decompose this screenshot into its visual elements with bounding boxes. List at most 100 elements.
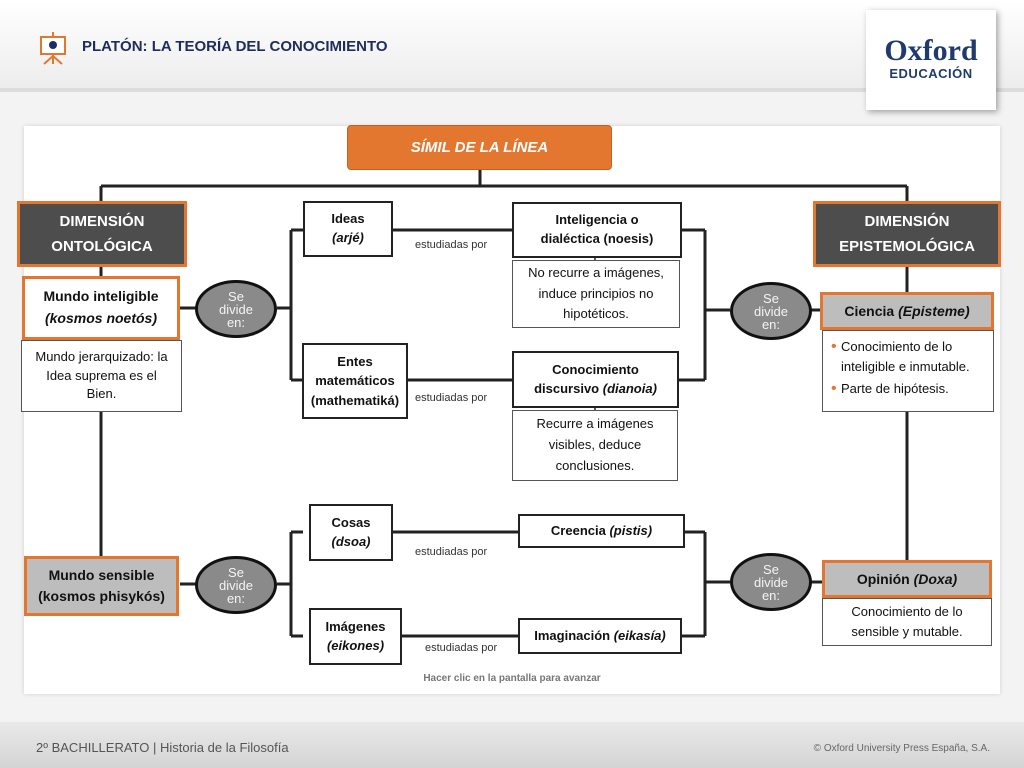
ciencia-greek: (Episteme) xyxy=(898,302,970,319)
presentation-icon xyxy=(40,32,66,65)
studied-by-label: estudiadas por xyxy=(415,392,488,404)
bullet-line: inteligible e inmutable. xyxy=(841,359,970,375)
advance-hint: Hacer clic en la pantalla para avanzar xyxy=(423,673,601,684)
creencia-label: Creencia (pistis) xyxy=(551,522,652,541)
entes-box[interactable]: Entes matemáticos (mathematiká) xyxy=(302,343,408,419)
footer-course: 2º BACHILLERATO | Historia de la Filosof… xyxy=(36,740,289,755)
opinion-label: Opinión (Doxa) xyxy=(857,569,957,589)
bullet-item: • Conocimiento de lo inteligible e inmut… xyxy=(831,337,985,377)
inteligencia-line2: dialéctica (noesis) xyxy=(540,231,654,246)
imagenes-label: Imágenes xyxy=(325,618,386,634)
desc-line: sensible y mutable. xyxy=(851,624,963,639)
divide-oval-opinion[interactable]: Se divide en: xyxy=(730,553,812,611)
imaginacion-label: Imaginación (eikasía) xyxy=(534,627,666,646)
oval-line: divide xyxy=(754,303,788,319)
bullet-line: Parte de hipótesis. xyxy=(841,381,949,397)
conocimiento-line2a: discursivo xyxy=(534,380,603,396)
oval-line: en: xyxy=(761,316,781,332)
desc-line: hipotéticos. xyxy=(563,306,629,322)
desc-line: conclusiones. xyxy=(555,457,635,473)
opinion-desc: Conocimiento de lo sensible y mutable. xyxy=(822,598,992,646)
bullet-line: Conocimiento de lo xyxy=(841,339,953,354)
logo-educacion: EDUCACIÓN xyxy=(889,66,973,81)
creencia-box[interactable]: Creencia (pistis) xyxy=(518,514,685,548)
oval-line: en: xyxy=(226,590,246,606)
inteligencia-line1: Inteligencia o xyxy=(555,212,639,228)
imaginacion-box[interactable]: Imaginación (eikasía) xyxy=(518,618,682,654)
imaginacion-greek: (eikasía) xyxy=(613,627,666,643)
ciencia-box[interactable]: Ciencia (Episteme) xyxy=(820,292,994,330)
ciencia-label: Ciencia (Episteme) xyxy=(844,301,969,321)
desc-line: visibles, deduce xyxy=(548,437,642,453)
divide-oval-ciencia[interactable]: Se divide en: xyxy=(730,282,812,340)
studied-by-label: estudiadas por xyxy=(415,239,488,251)
simil-root-label: SÍMIL DE LA LÍNEA xyxy=(410,138,549,156)
imagenes-box[interactable]: Imágenes (eikones) xyxy=(309,608,402,665)
ideas-greek: (arjé) xyxy=(332,230,364,245)
cosas-box[interactable]: Cosas (dsoa) xyxy=(309,504,393,561)
ontological-line2: ONTOLÓGICA xyxy=(51,238,153,255)
divide-oval-inteligible[interactable]: Se divide en: xyxy=(195,280,277,338)
opinion-word: Opinión xyxy=(856,570,914,587)
oval-line: divide xyxy=(754,574,788,590)
oval-line: Se xyxy=(228,564,244,580)
conocimiento-line1: Conocimiento xyxy=(552,361,639,377)
ideas-label: Ideas xyxy=(331,211,365,227)
oval-line: en: xyxy=(761,587,781,603)
logo-oxford: Oxford xyxy=(884,34,978,67)
desc-line: No recurre a imágenes, xyxy=(528,264,664,280)
conocimiento-line2: discursivo (dianoia) xyxy=(534,380,657,399)
ciencia-word: Ciencia xyxy=(844,302,899,319)
creencia-greek: (pistis) xyxy=(609,522,653,538)
footer-copyright: © Oxford University Press España, S.A. xyxy=(813,743,990,754)
mundo-sensible-box[interactable]: Mundo sensible (kosmos phisykós) xyxy=(24,556,179,616)
bullet-item: • Parte de hipótesis. xyxy=(831,379,985,399)
bullet-dot-icon: • xyxy=(831,338,837,355)
imaginacion-word: Imaginación xyxy=(534,627,614,643)
oval-line: Se xyxy=(228,288,244,304)
desc-line: Conocimiento de lo xyxy=(851,603,963,619)
mundo-inteligible-greek: (kosmos noetós) xyxy=(44,310,157,326)
mundo-inteligible-box[interactable]: Mundo inteligible (kosmos noetós) xyxy=(22,276,180,340)
oval-line: Se xyxy=(763,290,779,306)
bullet-dot-icon: • xyxy=(831,380,837,398)
studied-by-label: estudiadas por xyxy=(415,546,488,558)
cosas-greek: (dsoa) xyxy=(331,533,371,549)
opinion-greek: (Doxa) xyxy=(913,570,958,587)
footer-bar xyxy=(0,722,1024,768)
opinion-box[interactable]: Opinión (Doxa) xyxy=(822,560,992,598)
conocimiento-desc: Recurre a imágenes visibles, deduce conc… xyxy=(512,410,678,481)
creencia-word: Creencia xyxy=(550,522,610,538)
simil-root-box[interactable]: SÍMIL DE LA LÍNEA xyxy=(347,125,612,170)
header-divider xyxy=(0,88,1024,92)
oval-line: Se xyxy=(763,561,779,577)
entes-line1: Entes xyxy=(337,353,373,369)
studied-by-label: estudiadas por xyxy=(425,642,498,654)
epistemological-dimension-box[interactable]: DIMENSIÓN EPISTEMOLÓGICA xyxy=(813,201,1001,267)
cosas-label: Cosas xyxy=(331,514,371,530)
desc-line: Mundo jerarquizado: la xyxy=(35,348,168,364)
conocimiento-box[interactable]: Conocimiento discursivo (dianoia) xyxy=(512,351,679,408)
imagenes-greek: (eikones) xyxy=(326,637,385,653)
desc-line: Idea suprema es el xyxy=(46,367,157,383)
mundo-inteligible-label: Mundo inteligible xyxy=(43,288,159,305)
desc-line: Recurre a imágenes xyxy=(536,416,654,432)
desc-line: induce principios no xyxy=(538,285,654,301)
ideas-box[interactable]: Ideas (arjé) xyxy=(303,201,393,257)
header-bar xyxy=(0,0,1024,92)
oval-line: divide xyxy=(219,301,253,317)
oval-line: en: xyxy=(226,314,246,330)
inteligencia-box[interactable]: Inteligencia o dialéctica (noesis) xyxy=(512,202,682,258)
epistemological-line1: DIMENSIÓN xyxy=(864,212,950,230)
divide-oval-sensible[interactable]: Se divide en: xyxy=(195,556,277,614)
page-title: PLATÓN: LA TEORÍA DEL CONOCIMIENTO xyxy=(82,38,388,55)
oxford-logo: Oxford EDUCACIÓN xyxy=(866,10,996,110)
inteligencia-desc: No recurre a imágenes, induce principios… xyxy=(512,260,680,328)
ontological-dimension-box[interactable]: DIMENSIÓN ONTOLÓGICA xyxy=(17,201,187,267)
mundo-sensible-greek: (kosmos phisykós) xyxy=(38,588,165,604)
mundo-sensible-label: Mundo sensible xyxy=(48,567,155,583)
mundo-inteligible-desc: Mundo jerarquizado: la Idea suprema es e… xyxy=(21,340,182,412)
bullet-text: Conocimiento de lo inteligible e inmutab… xyxy=(841,337,970,377)
ciencia-desc: • Conocimiento de lo inteligible e inmut… xyxy=(822,330,994,412)
